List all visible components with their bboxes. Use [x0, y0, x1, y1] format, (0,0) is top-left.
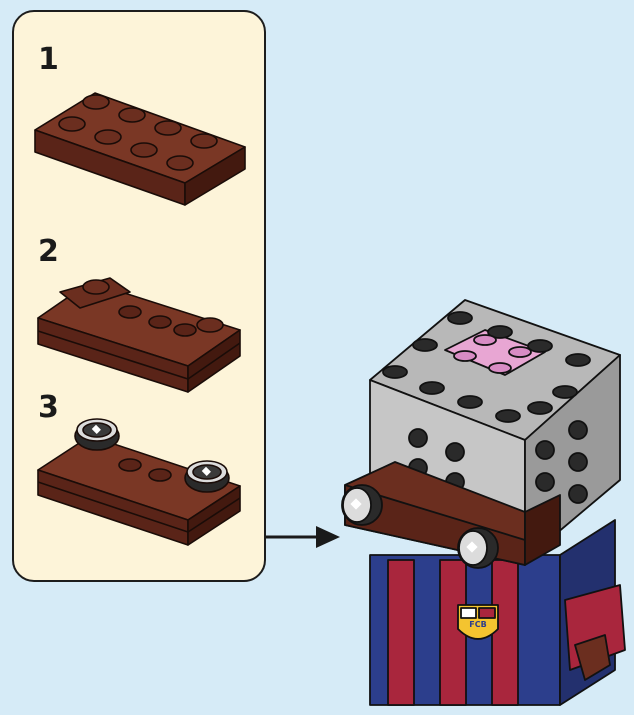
svg-text:FCB: FCB [469, 620, 486, 629]
figure-eye-left-icon [342, 485, 382, 525]
fcb-crest-icon: FCB [458, 605, 498, 639]
figure-eye-right-icon [458, 528, 498, 568]
